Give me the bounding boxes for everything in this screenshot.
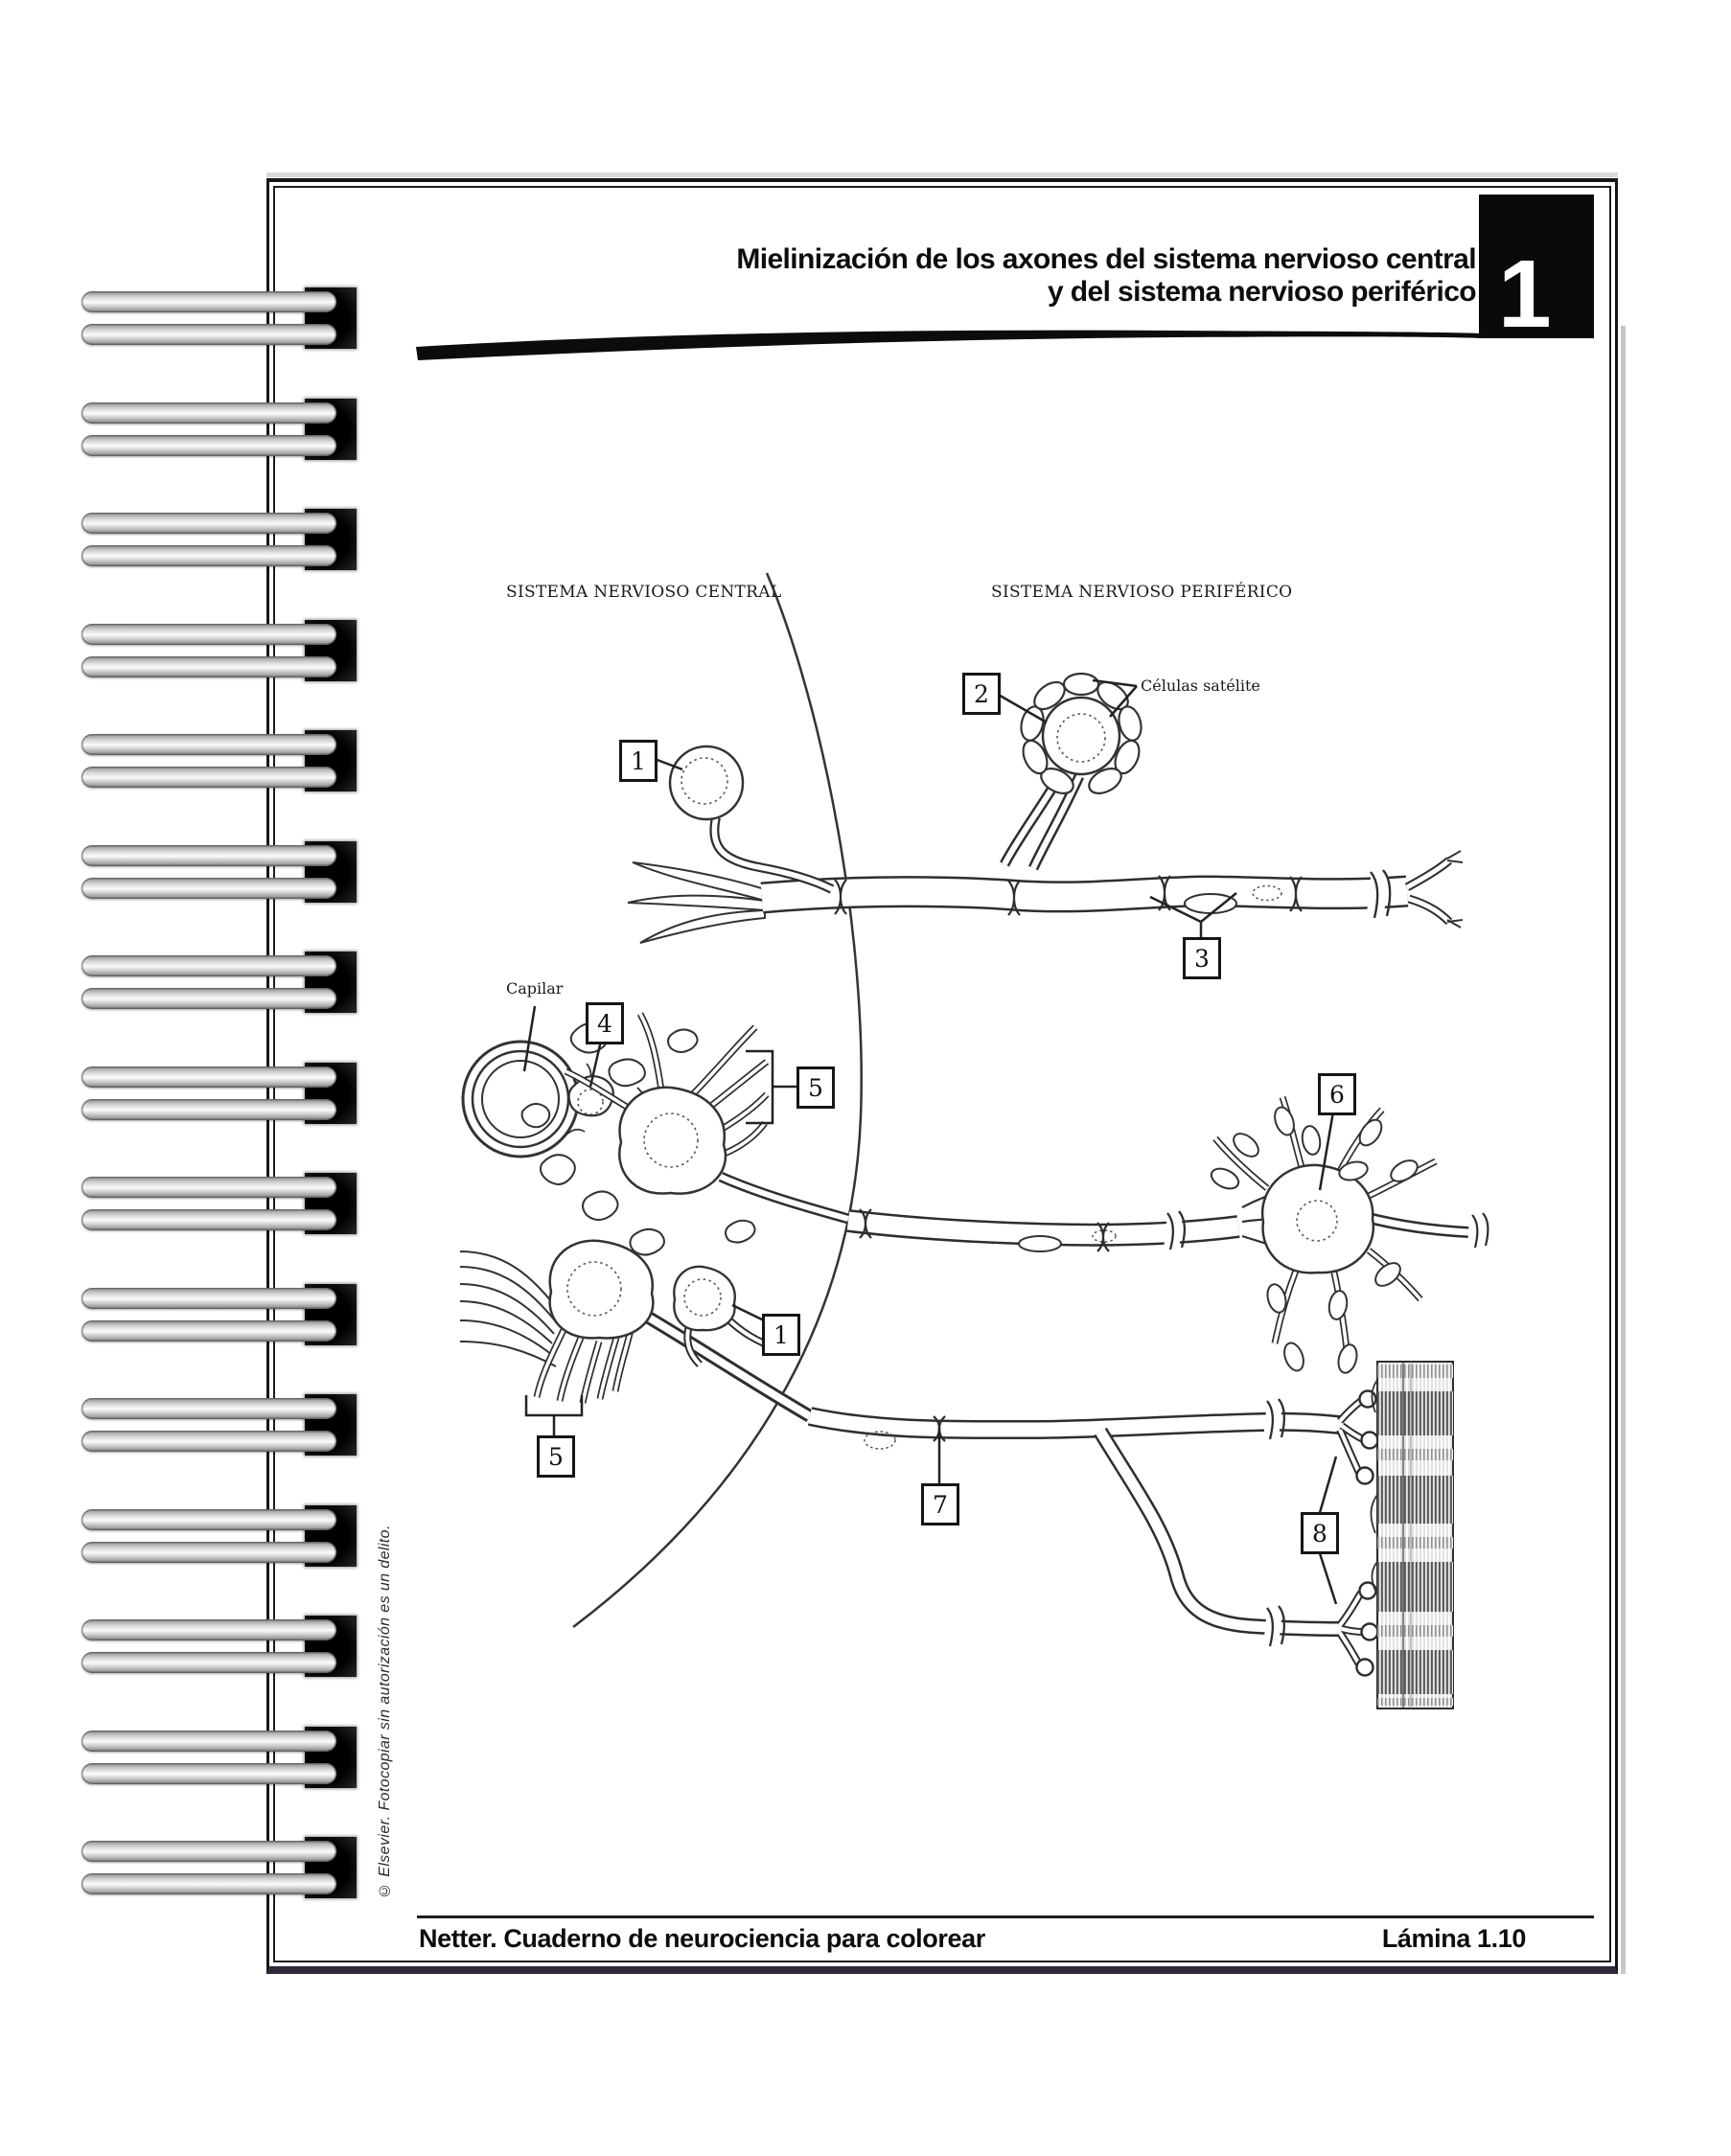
title-line-1: Mielinización de los axones del sistema … <box>736 243 1476 275</box>
callout-number: 3 <box>1194 944 1210 973</box>
title-line-2: y del sistema nervioso periférico <box>1047 276 1477 309</box>
motor-fiber <box>807 1389 1379 1677</box>
binding-wire <box>81 1841 336 1862</box>
binding-wire <box>81 955 336 976</box>
footer-plate-label: Lámina 1.10 <box>1381 1924 1527 1953</box>
callout-number: 1 <box>773 1320 789 1349</box>
binding-wire <box>81 1066 336 1088</box>
binding-wire <box>81 434 336 456</box>
binding-wire <box>81 767 336 788</box>
binding-wire <box>81 1873 336 1894</box>
binding-wire <box>81 655 336 677</box>
middle-axon-fiber <box>846 1188 1289 1252</box>
callout-box-axon: 3 <box>1183 937 1221 979</box>
myelination-diagram <box>459 572 1489 1709</box>
footer-book-title: Netter. Cuaderno de neurociencia para co… <box>419 1924 985 1953</box>
binding-wire <box>81 1098 336 1120</box>
binding-wire <box>81 1652 336 1673</box>
section-label-cns: SISTEMA NERVIOSO CENTRAL <box>506 583 782 602</box>
spiral-binding <box>0 0 374 2156</box>
callout-box-astrocyte: 4 <box>586 1002 624 1044</box>
cns-neuron-top <box>668 745 835 894</box>
callout-number: 2 <box>974 679 989 708</box>
binding-wire <box>81 877 336 899</box>
callout-box-neuron-top: 1 <box>619 740 658 782</box>
binding-wire <box>81 324 336 345</box>
binding-wire <box>81 1541 336 1563</box>
label-capillary: Capilar <box>506 979 564 998</box>
callout-box-nmj: 8 <box>1301 1512 1339 1554</box>
label-satellite-cells: Células satélite <box>1141 677 1260 695</box>
cns-neuron-mid <box>564 1012 850 1225</box>
binding-wire <box>81 545 336 566</box>
callout-box-dendrites-right: 5 <box>796 1067 835 1109</box>
binding-wire <box>81 1177 336 1198</box>
callout-number: 6 <box>1329 1080 1345 1109</box>
callout-box-neuron-mid: 1 <box>762 1314 800 1356</box>
binding-wire <box>81 988 336 1009</box>
sensory-fiber <box>627 850 1464 944</box>
section-label-pns: SISTEMA NERVIOSO PERIFÉRICO <box>991 583 1293 602</box>
callout-box-satellite: 2 <box>962 673 1001 715</box>
copyright-notice: © Elsevier. Fotocopiar sin autorización … <box>377 1525 393 1898</box>
callout-box-autonomic: 6 <box>1318 1073 1356 1115</box>
muscle-fiber-band <box>1370 1361 1454 1709</box>
binding-wire <box>81 1730 336 1752</box>
callout-number: 5 <box>808 1073 823 1102</box>
binding-wire <box>81 513 336 534</box>
binding-wire <box>81 1319 336 1342</box>
callout-number: 4 <box>597 1009 612 1038</box>
chapter-number: 1 <box>1498 241 1552 348</box>
binding-wire <box>81 623 336 645</box>
callout-box-dendrites-bottom: 5 <box>537 1435 575 1478</box>
page-title: Mielinización de los axones del sistema … <box>736 243 1476 309</box>
binding-wire <box>81 844 336 866</box>
autonomic-neuron <box>1210 1095 1489 1374</box>
chapter-tab: 1 <box>1479 195 1594 348</box>
glia-complex <box>459 1022 756 1367</box>
binding-wire <box>81 401 336 424</box>
callout-number: 8 <box>1312 1519 1327 1548</box>
binding-wire <box>81 1762 336 1784</box>
cns-neuron-lower <box>533 1239 814 1423</box>
callout-number: 1 <box>631 746 646 775</box>
binding-wire <box>81 1398 336 1419</box>
callout-box-central-axon: 7 <box>921 1483 959 1525</box>
binding-wire <box>81 1431 336 1452</box>
callout-pointers <box>522 678 1338 1605</box>
binding-wire <box>81 734 336 755</box>
callout-number: 7 <box>933 1490 948 1519</box>
cns-pns-divider-arc <box>572 572 863 1628</box>
callout-number: 5 <box>548 1442 564 1471</box>
binding-wire <box>81 291 336 312</box>
binding-wire <box>81 1619 336 1640</box>
drg-neuron <box>1000 672 1142 871</box>
binding-wire <box>81 1287 336 1309</box>
footer-rule <box>417 1915 1594 1918</box>
title-underline-swoosh <box>416 330 1484 360</box>
binding-wire <box>81 1209 336 1230</box>
binding-wire <box>81 1508 336 1530</box>
